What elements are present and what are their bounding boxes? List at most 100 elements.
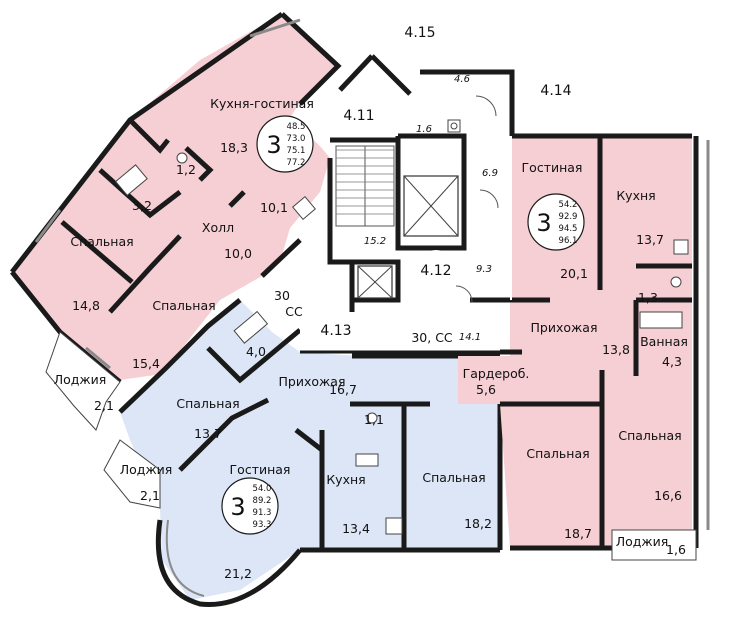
room-area-bedroom-r1: 18,7: [564, 526, 592, 541]
section-label-412: 4.12: [420, 263, 451, 279]
room-area-bedroom-b1: 13,7: [194, 426, 222, 441]
room-label-living-b: Гостиная: [230, 462, 291, 477]
section-markers: 4.15 4.14 4.11 4.12 4.13: [316, 12, 576, 350]
badge-left-area-4: 77.2: [287, 158, 306, 168]
room-label-bedroom-1: Спальная: [70, 234, 133, 249]
room-label-kitchen-r: Кухня: [616, 188, 655, 203]
partition-bottom-1: [206, 328, 302, 384]
room-area-loggia-b: 2,1: [140, 488, 160, 503]
badge-left-area-3: 75.1: [287, 146, 306, 156]
stair-label-cc: СС: [285, 304, 303, 319]
bay-window-wall: [155, 519, 302, 608]
room-area-bedroom-2: 15,4: [132, 356, 160, 371]
badge-right-rooms: 3: [536, 209, 551, 237]
room-label-hall: Холл: [202, 220, 234, 235]
room-label-bedroom-r1: Спальная: [526, 446, 589, 461]
bathtub-left: [114, 164, 148, 197]
room-area-hall-r: 13,8: [602, 342, 630, 357]
badge-right-area-1: 54.2: [559, 200, 578, 210]
core-wall-4: [420, 69, 515, 136]
room-label-bedroom-2: Спальная: [152, 298, 215, 313]
stove-bottom: [385, 517, 403, 535]
badge-right-area-3: 94.5: [559, 224, 578, 234]
badge-right-area-2: 92.9: [559, 212, 578, 222]
loggia-right: [611, 529, 697, 561]
room-area-hall-b: 16,7: [329, 382, 357, 397]
room-area-bath-b: 4,0: [246, 344, 266, 359]
partition-left-6: [228, 190, 246, 208]
section-marker-415: [400, 12, 440, 52]
section-marker-411: [339, 95, 379, 135]
door-swing-2: [479, 189, 499, 209]
apartment-right-floor: [458, 136, 692, 548]
apartment-left: [10, 11, 342, 431]
partition-left-7: [260, 238, 302, 278]
room-label-loggia: Лоджия: [54, 372, 107, 387]
section-label-411: 4.11: [343, 108, 374, 124]
toilet-right: [670, 276, 682, 288]
room-label-bath-r: Ванная: [640, 334, 688, 349]
badge-bottom-area-1: 54.0: [253, 484, 272, 494]
room-area-bedroom-1: 14,8: [72, 298, 100, 313]
apartment-left-labels: Кухня-гостиная 18,3 1,2 3,2 Холл 10,1 10…: [54, 96, 314, 413]
room-area-loggia-r: 1,6: [666, 542, 686, 557]
room-area-living-b: 21,2: [224, 566, 252, 581]
core-wall-1: [327, 158, 355, 312]
bathtub-bottom: [233, 310, 269, 344]
room-area-kitchen-living: 18,3: [220, 140, 248, 155]
stair-label-30: 30: [274, 288, 290, 303]
section-label-415: 4.15: [404, 25, 435, 41]
apartment-right-badge: 3 54.2 92.9 94.5 96.1: [527, 193, 585, 251]
loggia-bottom: [103, 439, 161, 509]
partition-bottom-2: [178, 397, 270, 472]
room-label-kitchen-living: Кухня-гостиная: [210, 96, 314, 111]
core-wall-2: [370, 54, 412, 96]
door-swing-3: [455, 285, 473, 303]
apartment-bottom-badge: 3 54.0 89.2 91.3 93.3: [221, 477, 279, 535]
window-left-1: [249, 18, 301, 38]
room-area-bath-r: 4,3: [662, 354, 682, 369]
room-label-bedroom-r2: Спальная: [618, 428, 681, 443]
core-wall-6: [352, 259, 401, 303]
apartment-left-badge: 3 48.5 73.0 75.1 77.2: [256, 115, 314, 173]
core-area-93: 9.3: [476, 264, 492, 275]
room-area-kitchen-r: 13,7: [636, 232, 664, 247]
section-marker-412: [416, 250, 456, 290]
apartment-bottom-labels: 4,0 Прихожая 16,7 1,1 Спальная 13,7 Лодж…: [120, 344, 492, 581]
partition-left-5: [184, 146, 214, 182]
room-area-loggia: 2,1: [94, 398, 114, 413]
room-area-wardrobe: 5,6: [476, 382, 496, 397]
chute-icon: [447, 119, 461, 133]
room-area-wc: 1,2: [176, 162, 196, 177]
room-area-living-r: 20,1: [560, 266, 588, 281]
stove-right: [673, 239, 689, 255]
core-area-46: 4.6: [454, 74, 470, 85]
apartment-bottom: [103, 298, 503, 608]
room-area-bedroom-r2: 16,6: [654, 488, 682, 503]
partition-left-3: [60, 220, 134, 284]
room-label-bedroom-b1: Спальная: [176, 396, 239, 411]
apartment-bottom-wall-left: [118, 298, 242, 414]
core-area-69: 6.9: [482, 168, 498, 179]
sink-bottom: [355, 453, 379, 467]
room-area-wc-b: 1,1: [364, 412, 384, 427]
door-swing-1: [475, 95, 497, 117]
room-area-kitchen-b: 13,4: [342, 521, 370, 536]
window-left-2: [34, 209, 62, 243]
stove-left: [292, 196, 316, 220]
core-area-141: 14.1: [459, 332, 481, 343]
stair-steps: [336, 149, 394, 215]
partition-bottom-6: [294, 428, 324, 452]
badge-bottom-area-2: 89.2: [253, 496, 272, 506]
elevator-1: [403, 175, 459, 237]
room-area-bath: 3,2: [132, 198, 152, 213]
badge-bottom-area-3: 91.3: [253, 508, 272, 518]
room-label-hall-r: Прихожая: [531, 320, 598, 335]
bay-window-glass: [165, 519, 205, 597]
apartment-right: [458, 133, 710, 561]
staircase: [335, 145, 395, 227]
core-labels: 4.6 1.6 6.9 15.2 9.3 30, СС 14.1 30 СС: [274, 74, 498, 345]
room-label-loggia-r: Лоджия: [616, 534, 669, 549]
